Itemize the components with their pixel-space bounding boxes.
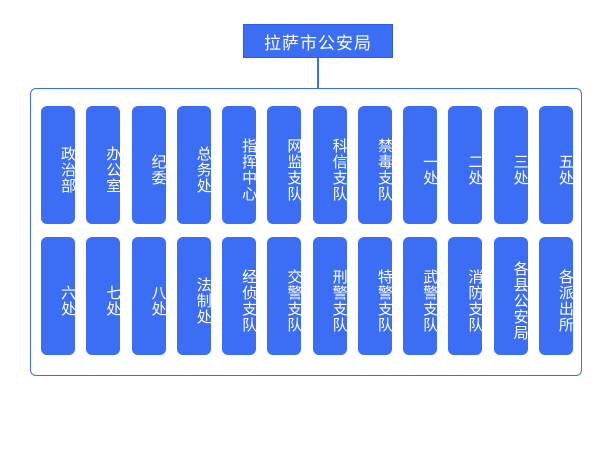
- department-node[interactable]: 特警支队: [357, 237, 393, 355]
- department-node[interactable]: 总务处: [176, 106, 212, 224]
- department-node[interactable]: 指挥中心: [222, 106, 257, 224]
- department-node[interactable]: 七处: [86, 237, 121, 355]
- department-node[interactable]: 各派出所: [538, 237, 574, 355]
- root-node-lhasa-public-security-bureau[interactable]: 拉萨市公安局: [243, 24, 393, 58]
- department-node[interactable]: 二处: [448, 106, 483, 224]
- department-node[interactable]: 禁毒支队: [357, 106, 393, 224]
- department-row-1: 政治部 办公室 纪委 总务处 指挥中心 网监支队 科信支队 禁毒支队 一处 二处…: [41, 106, 574, 224]
- department-node[interactable]: 三处: [493, 106, 529, 224]
- department-node[interactable]: 网监支队: [267, 106, 302, 224]
- department-row-2: 六处 七处 八处 法制处 经侦支队 交警支队 刑警支队 特警支队 武警支队 消防…: [41, 237, 574, 355]
- department-node[interactable]: 刑警支队: [312, 237, 348, 355]
- department-node[interactable]: 六处: [41, 237, 76, 355]
- department-node[interactable]: 五处: [538, 106, 574, 224]
- department-node[interactable]: 武警支队: [403, 237, 438, 355]
- connector-root-to-group: [317, 58, 319, 89]
- department-node[interactable]: 纪委: [131, 106, 167, 224]
- department-node[interactable]: 办公室: [86, 106, 121, 224]
- department-node[interactable]: 法制处: [176, 237, 212, 355]
- department-node[interactable]: 政治部: [41, 106, 76, 224]
- department-node[interactable]: 各县公安局: [493, 237, 529, 355]
- departments-container: 政治部 办公室 纪委 总务处 指挥中心 网监支队 科信支队 禁毒支队 一处 二处…: [30, 88, 582, 376]
- department-node[interactable]: 八处: [131, 237, 167, 355]
- department-node[interactable]: 交警支队: [267, 237, 302, 355]
- department-node[interactable]: 经侦支队: [222, 237, 257, 355]
- department-node[interactable]: 科信支队: [312, 106, 348, 224]
- department-node[interactable]: 一处: [403, 106, 438, 224]
- department-node[interactable]: 消防支队: [448, 237, 483, 355]
